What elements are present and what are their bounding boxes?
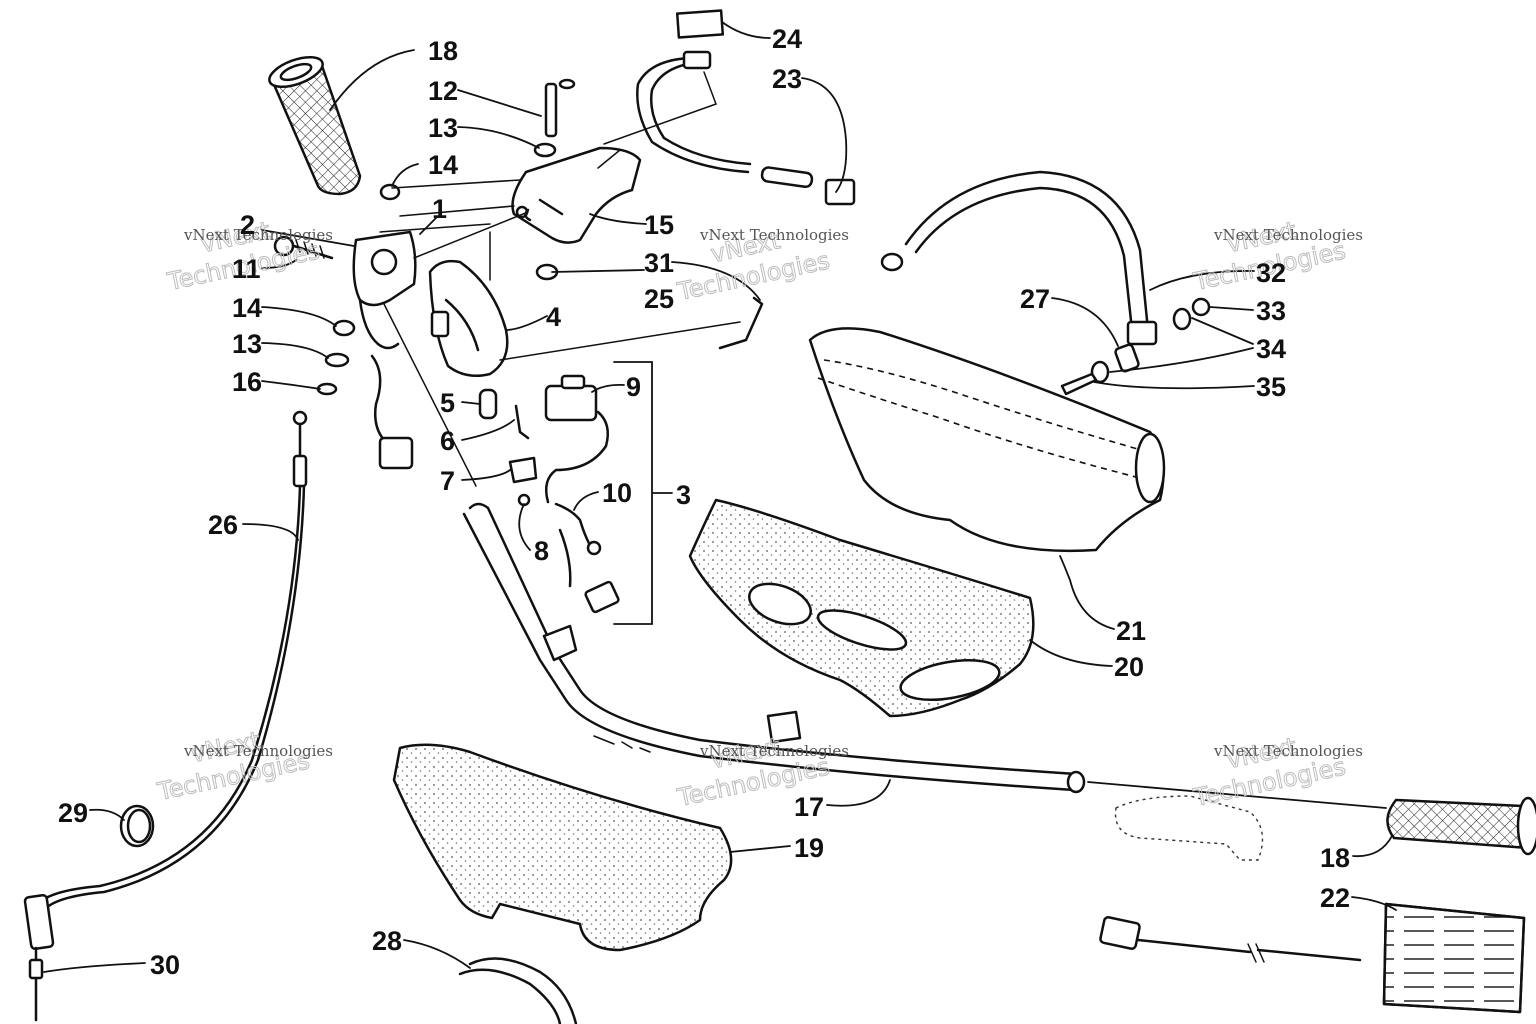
cable-end <box>23 893 55 1022</box>
assembly-lines <box>379 71 741 487</box>
handlebar <box>462 502 1086 794</box>
callout-11: 11 <box>232 254 261 284</box>
bracket-3 <box>613 361 673 625</box>
throttle-cable <box>38 410 308 910</box>
callout-24: 24 <box>772 24 802 54</box>
callout-14-top: 14 <box>428 150 458 180</box>
callout-15: 15 <box>644 210 674 240</box>
callout-labels: 18 12 13 14 1 2 11 14 13 16 24 23 15 31 … <box>58 24 1350 980</box>
callout-16: 16 <box>232 367 262 397</box>
screw-spring <box>273 235 334 260</box>
callout-19: 19 <box>794 833 824 863</box>
callout-20: 20 <box>1114 652 1144 682</box>
bolt-35 <box>1060 372 1098 396</box>
watermark-4: vNext Technologies <box>154 726 313 807</box>
watermark-6: vNext Technologies <box>1190 732 1349 813</box>
callout-28: 28 <box>372 926 402 956</box>
washer-34a <box>1172 307 1192 331</box>
spacer <box>1114 343 1140 373</box>
callout-9: 9 <box>626 372 641 402</box>
callout-14-left: 14 <box>232 293 262 323</box>
callout-32: 32 <box>1256 258 1286 288</box>
callout-13-left: 13 <box>232 329 262 359</box>
throttle-body <box>428 259 509 377</box>
washer-34b <box>1090 360 1110 384</box>
callout-35: 35 <box>1256 372 1286 402</box>
handlebar-pad-cover <box>808 327 1166 553</box>
strap <box>458 957 578 1024</box>
grip-right <box>1386 796 1536 856</box>
throttle-housing <box>352 230 417 470</box>
grip-left <box>268 55 362 196</box>
callout-8: 8 <box>534 536 549 566</box>
callout-23: 23 <box>772 64 802 94</box>
callout-18-right: 18 <box>1320 843 1350 873</box>
callout-2: 2 <box>240 210 255 240</box>
throttle-ghost <box>1114 795 1264 861</box>
callout-25: 25 <box>644 284 674 314</box>
watermark-text-3: vNext Technologies <box>1213 226 1363 244</box>
top-hose <box>880 170 1158 346</box>
callout-30: 30 <box>150 950 180 980</box>
rod-31 <box>718 296 764 350</box>
pin <box>544 78 576 138</box>
washer-left <box>324 352 350 368</box>
hose-clamp <box>119 804 155 848</box>
callout-13-top: 13 <box>428 113 458 143</box>
callout-26: 26 <box>208 510 238 540</box>
watermark-text-4: vNext Technologies <box>183 742 333 760</box>
callout-29: 29 <box>58 798 88 828</box>
callout-7: 7 <box>440 466 455 496</box>
washer-top <box>533 142 557 158</box>
callout-12: 12 <box>428 76 458 106</box>
callout-1: 1 <box>432 194 447 224</box>
callout-5: 5 <box>440 388 455 418</box>
callout-34: 34 <box>1256 334 1286 364</box>
callout-3: 3 <box>676 480 691 510</box>
watermark-text-5: vNext Technologies <box>699 742 849 760</box>
lower-foam-pad <box>392 743 733 952</box>
bar-extension-line <box>1087 781 1387 809</box>
callout-33: 33 <box>1256 296 1286 326</box>
cap-left <box>332 319 356 337</box>
callout-4: 4 <box>546 302 561 332</box>
grip-heater <box>1099 902 1526 1014</box>
watermark-text-6: vNext Technologies <box>1213 742 1363 760</box>
nut-33 <box>1191 297 1211 317</box>
switch-assembly <box>478 374 620 614</box>
callout-17: 17 <box>794 792 824 822</box>
callout-31: 31 <box>644 248 674 278</box>
callout-21: 21 <box>1116 616 1146 646</box>
callout-18-top: 18 <box>428 36 458 66</box>
brake-lever <box>511 146 642 244</box>
callout-6: 6 <box>440 426 455 456</box>
leader-lines <box>43 21 1397 973</box>
watermark-text-1: vNext Technologies <box>183 226 333 244</box>
handlebar-foam-pad <box>688 498 1035 718</box>
heater-pad-small <box>675 9 725 39</box>
callout-27: 27 <box>1020 284 1050 314</box>
heater-wire <box>636 50 856 206</box>
callout-10: 10 <box>602 478 632 508</box>
callout-22: 22 <box>1320 883 1350 913</box>
watermark-text-2: vNext Technologies <box>699 226 849 244</box>
